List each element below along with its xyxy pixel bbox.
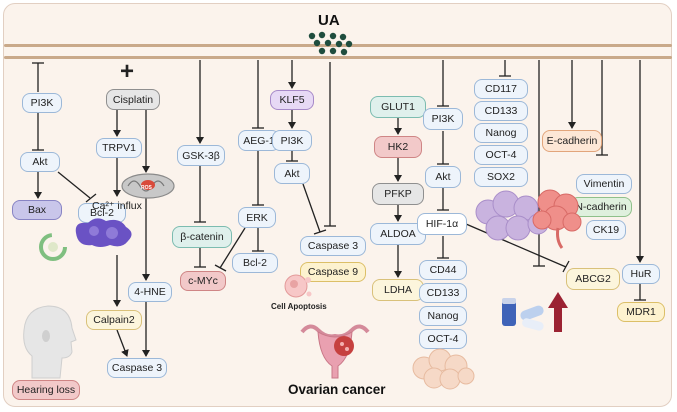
node-ck19: CK19: [586, 220, 626, 240]
node-pi3k-right: PI3K: [423, 108, 463, 130]
ua-molecule-icon: [308, 31, 353, 56]
timeline-circle-icon: [39, 233, 67, 261]
label-cell-apoptosis: Cell Apoptosis: [271, 302, 327, 311]
node-oct4-lower: OCT-4: [419, 329, 467, 349]
node-bcl2-mid: Bcl-2: [232, 253, 278, 273]
label-ca-influx: Ca²⁺ influx: [92, 200, 142, 212]
node-cd44: CD44: [419, 260, 467, 280]
node-oct4-upper: OCT-4: [474, 145, 528, 165]
node-sox2: SOX2: [474, 167, 528, 187]
membrane-inner-line: [4, 56, 672, 59]
node-hk2: HK2: [374, 136, 422, 158]
drug-pill-icon: [502, 298, 544, 331]
bottom-title: Ovarian cancer: [288, 382, 386, 397]
node-erk: ERK: [238, 207, 276, 228]
node-pi3k-mid: PI3K: [272, 130, 312, 151]
node-caspase3-mid: Caspase 3: [300, 236, 366, 256]
node-cd117: CD117: [474, 79, 528, 99]
node-4hne: 4-HNE: [128, 282, 172, 302]
node-pi3k-left: PI3K: [22, 93, 62, 113]
node-ldha: LDHA: [372, 279, 424, 301]
node-abcg2: ABCG2: [566, 268, 620, 290]
apoptotic-cell-icon: [284, 274, 312, 298]
node-vimentin: Vimentin: [576, 174, 632, 194]
node-gsk3b: GSK-3β: [177, 145, 225, 166]
node-cmyc: c-MYc: [180, 271, 226, 291]
node-klf5: KLF5: [270, 90, 314, 110]
node-cd133-upper: CD133: [474, 101, 528, 121]
node-beta-catenin: β-catenin: [172, 226, 232, 248]
node-caspase3-left: Caspase 3: [107, 358, 167, 378]
node-akt-right: Akt: [425, 166, 461, 188]
plus-symbol: +: [120, 58, 135, 85]
tumor-cell-icon: [532, 189, 582, 249]
node-cisplatin: Cisplatin: [106, 89, 160, 110]
node-nanog-upper: Nanog: [474, 123, 528, 143]
node-akt-left: Akt: [20, 152, 60, 172]
stem-cell-cluster-icon: [475, 190, 549, 241]
node-e-cadherin: E-cadherin: [542, 130, 602, 152]
node-nanog-lower: Nanog: [419, 306, 467, 326]
node-akt-mid: Akt: [274, 163, 310, 184]
mitochondria-icon: [121, 173, 175, 199]
node-aeg1: AEG-1: [238, 130, 280, 151]
node-glut1: GLUT1: [370, 96, 426, 118]
node-hur: HuR: [622, 264, 660, 284]
stem-cell-cluster-icon: [412, 348, 475, 390]
ros-label: ROS: [141, 185, 152, 191]
node-bax: Bax: [12, 200, 62, 220]
node-pfkp: PFKP: [372, 183, 424, 205]
node-caspase9: Caspase 9: [300, 262, 366, 282]
node-hearing-loss: Hearing loss: [12, 380, 80, 400]
head-profile-icon: [23, 305, 77, 379]
node-hif1a: HIF-1α: [417, 213, 467, 235]
diagram-title: UA: [318, 12, 340, 29]
uterus-icon: [300, 324, 370, 379]
up-arrow-icon: [548, 292, 568, 332]
node-mdr1: MDR1: [617, 302, 665, 322]
node-cd133-lower: CD133: [419, 283, 467, 303]
node-aldoa: ALDOA: [370, 223, 426, 245]
node-trpv1: TRPV1: [96, 138, 142, 158]
calcium-cluster-icon: [75, 218, 132, 247]
node-calpain2: Calpain2: [86, 310, 142, 330]
